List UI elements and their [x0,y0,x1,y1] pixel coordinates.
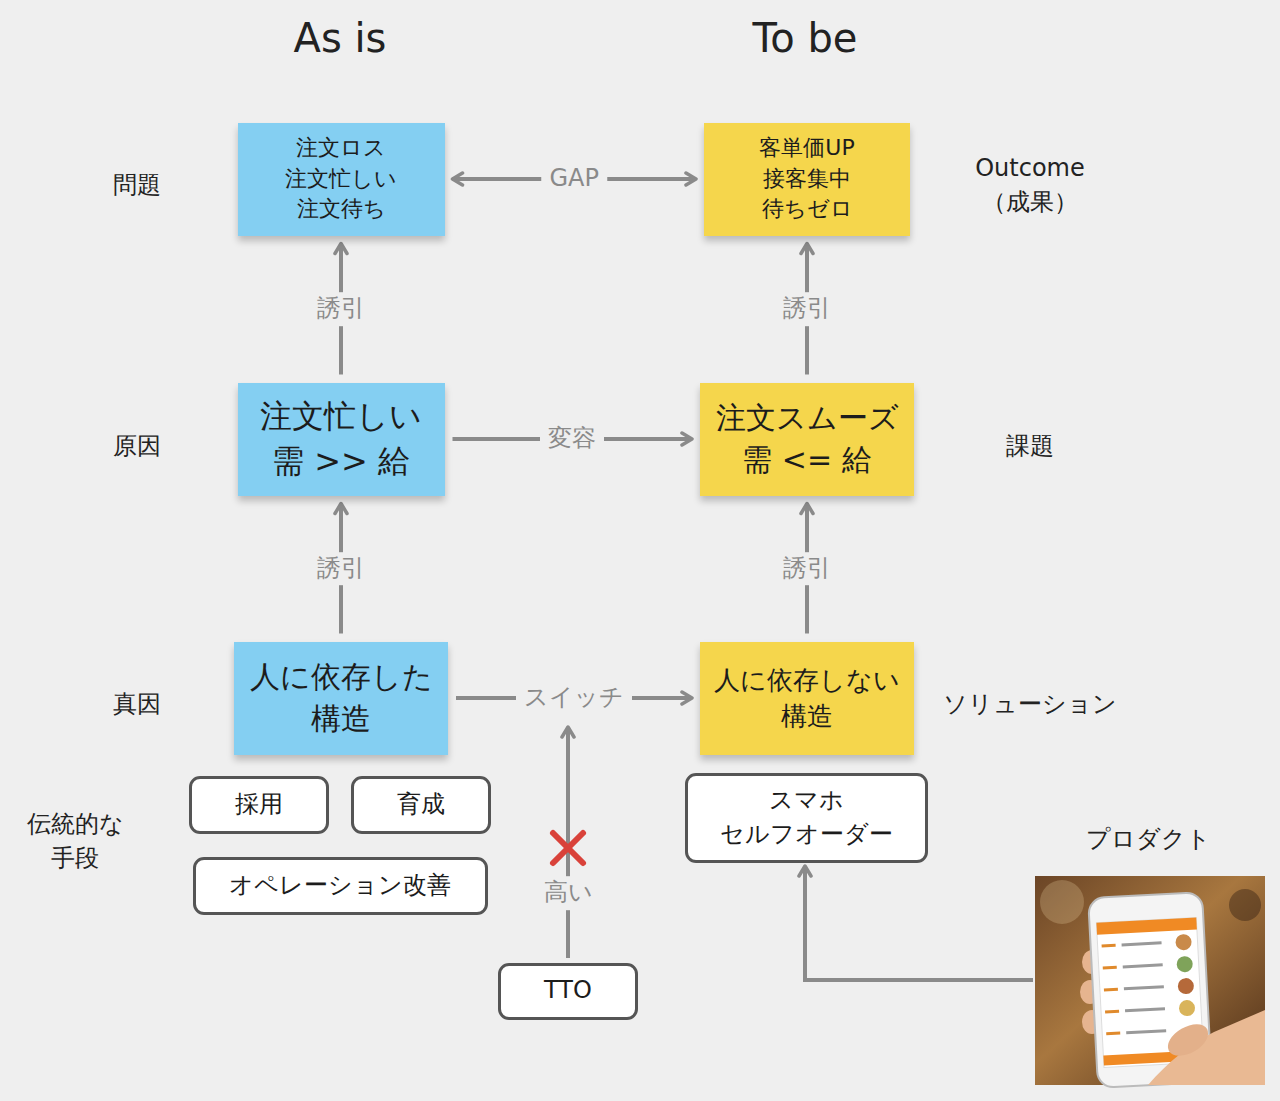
label-holder: 真因 [113,688,161,722]
label-holder: プロダクト [1086,823,1211,857]
means-box: オペレーション改善 [193,857,488,915]
option-box: TTO [498,963,638,1020]
row-label: 伝統的な 手段 [25,808,125,875]
node-text: 採用 [204,788,314,822]
node-text: 人に依存した 構造 [246,656,436,740]
issue-note: 注文スムーズ 需 <= 給 [700,383,914,496]
edge-label: 誘引 [775,552,839,586]
menu-row [1123,963,1163,968]
node-text: スマホ セルフオーダー [706,784,906,851]
edge-label-holder: 誘引 [309,552,373,586]
product-arrow [805,866,1033,980]
node-text: 人に依存しない 構造 [712,662,902,735]
label-holder: Outcome （成果） [970,152,1090,219]
row-label: 真因 [113,688,161,722]
cause-note: 注文忙しい 需 >> 給 [238,383,445,496]
menu-row [1126,1029,1166,1034]
photo-label: プロダクト [1086,823,1211,857]
row-label: Outcome （成果） [970,152,1090,219]
menu-thumb [1176,956,1193,973]
node-text: 育成 [366,788,476,822]
label-holder: 伝統的な 手段 [25,808,125,875]
means-box: 育成 [351,776,491,834]
thumb [1162,1018,1213,1063]
row-label: 問題 [113,169,161,203]
edge-label-holder: スイッチ [516,681,632,715]
hand [1148,1010,1265,1085]
product-photo [1035,876,1265,1088]
root-cause-note: 人に依存した 構造 [234,642,448,755]
edge-label: 誘引 [775,292,839,326]
menu-row [1106,1032,1120,1036]
column-header: As is [294,10,387,66]
menu-row [1103,966,1117,970]
row-label: 原因 [113,430,161,464]
photo-bokeh [1040,880,1084,924]
label-holder: 原因 [113,430,161,464]
label-holder: ソリューション [943,688,1117,722]
label-holder: To be [753,10,858,66]
edge-label: GAP [542,162,608,196]
screen-header [1096,917,1196,934]
edge-label: スイッチ [516,681,632,715]
edge-label-holder: GAP [542,162,608,196]
node-text: 注文忙しい 需 >> 給 [254,394,429,484]
cross-mark [553,833,583,863]
means-box: 採用 [189,776,329,834]
edge-label: 誘引 [309,292,373,326]
menu-row [1124,985,1164,990]
menu-thumb [1177,978,1194,995]
node-text: オペレーション改善 [210,869,470,903]
node-text: TTO [513,974,623,1008]
menu-row [1105,1010,1119,1014]
label-holder: 高い [536,876,601,910]
menu-thumb [1175,934,1192,951]
label-holder: 問題 [113,169,161,203]
menu-thumb [1179,1000,1196,1017]
edge-label: 誘引 [309,552,373,586]
solution-note: 人に依存しない 構造 [700,642,914,755]
edge-label: 変容 [540,422,604,456]
label-holder: As is [294,10,387,66]
row-label: ソリューション [943,688,1117,722]
menu-row [1122,941,1162,946]
problem-note: 注文ロス 注文忙しい 注文待ち [238,123,445,236]
outcome-note: 客単価UP 接客集中 待ちゼロ [704,123,910,236]
menu-row [1102,944,1116,948]
node-text: 客単価UP 接客集中 待ちゼロ [747,133,867,225]
edge-label-holder: 変容 [540,422,604,456]
edge-label-holder: 誘引 [775,552,839,586]
photo-bokeh [1229,889,1261,921]
label-holder: 課題 [1006,430,1054,464]
cross-mark [553,833,583,863]
column-header: To be [753,10,858,66]
row-label: 課題 [1006,430,1054,464]
menu-row [1125,1007,1165,1012]
menu-row [1104,988,1118,992]
arrow-label: 高い [536,876,601,910]
node-text: 注文ロス 注文忙しい 注文待ち [281,133,401,225]
edge-label-holder: 誘引 [775,292,839,326]
edge-label-holder: 誘引 [309,292,373,326]
solution-means-box: スマホ セルフオーダー [685,773,928,863]
node-text: 注文スムーズ 需 <= 給 [712,397,902,481]
